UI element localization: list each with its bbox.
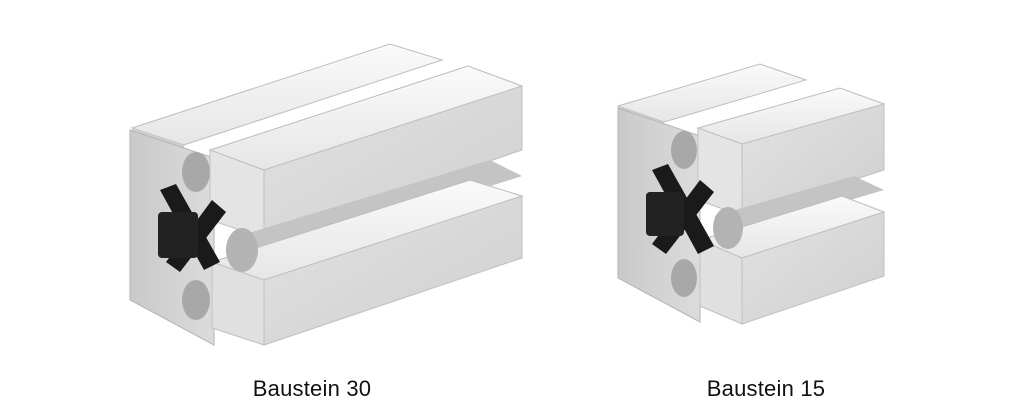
baustein-30-block <box>129 43 524 346</box>
connector-icon <box>158 184 226 272</box>
caption-baustein-15: Baustein 15 <box>706 376 826 401</box>
baustein-15-block <box>616 63 886 325</box>
caption-baustein-30: Baustein 30 <box>252 376 372 401</box>
connector-icon <box>646 164 714 254</box>
